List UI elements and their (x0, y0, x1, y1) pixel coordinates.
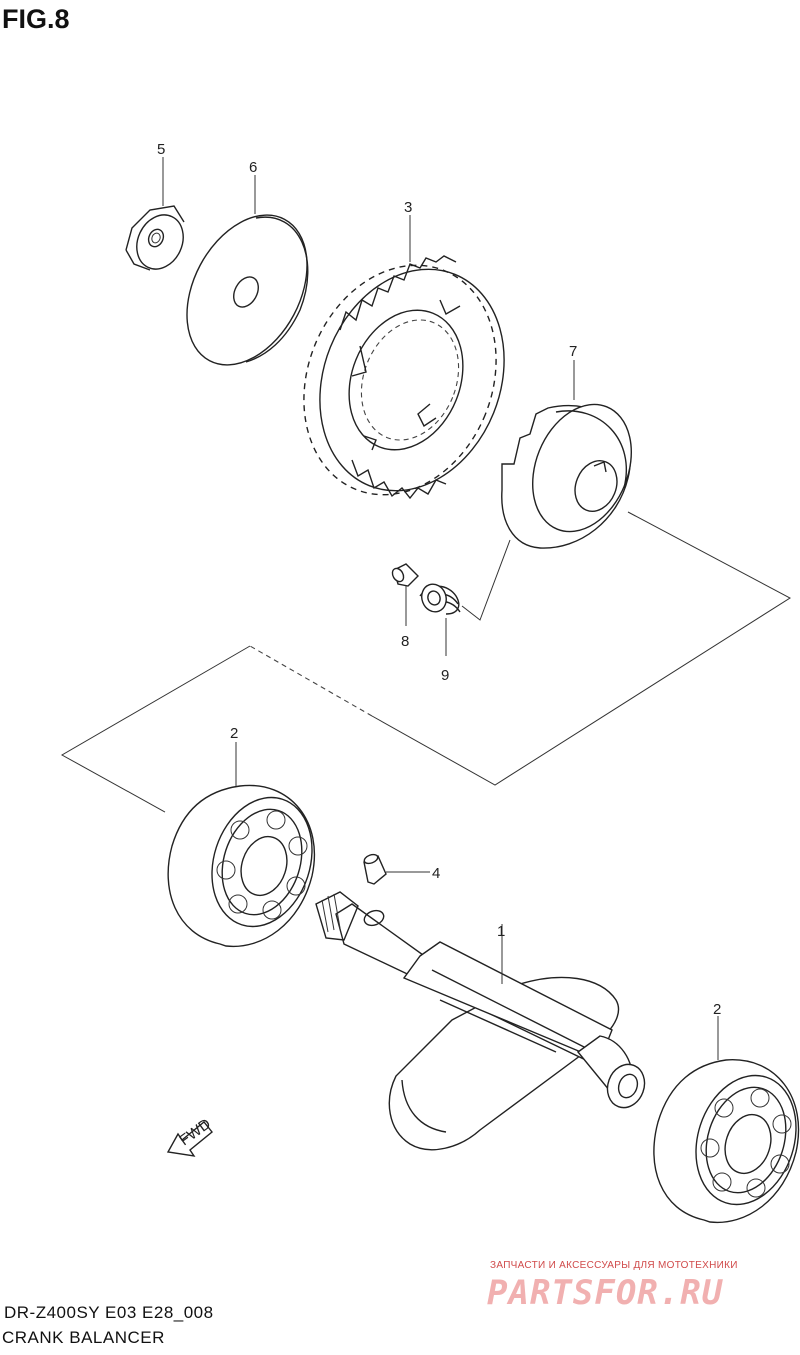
watermark-brand-logo: PARTSFOR.RU (487, 1273, 724, 1313)
assembly-outline (60, 511, 791, 813)
part-4-dowel[interactable] (363, 853, 387, 885)
part-9-spring[interactable] (418, 539, 511, 621)
figure-title: FIG.8 (2, 4, 70, 34)
callout-8: 8 (401, 633, 409, 650)
part-6-washer[interactable] (163, 194, 332, 385)
model-code: DR-Z400SY E03 E28_008 (4, 1303, 214, 1322)
callout-7: 7 (569, 343, 577, 360)
forward-direction-arrow-icon: FWD (166, 1115, 214, 1157)
callout-4: 4 (432, 865, 440, 882)
callout-2-right: 2 (713, 1001, 721, 1018)
callout-3: 3 (404, 199, 412, 216)
callout-5: 5 (157, 141, 165, 158)
callout-6: 6 (249, 159, 257, 176)
callout-2-left: 2 (230, 725, 238, 742)
part-7-damper-hub[interactable] (501, 390, 650, 549)
part-8-pin[interactable] (390, 563, 419, 587)
part-3-balancer-gear[interactable] (270, 236, 536, 524)
callout-1: 1 (497, 923, 505, 940)
part-5-nut[interactable] (125, 205, 192, 277)
part-1-balancer-shaft[interactable] (315, 891, 650, 1151)
section-name: CRANK BALANCER (2, 1328, 165, 1347)
callout-9: 9 (441, 667, 449, 684)
part-2-bearing-right[interactable] (653, 1059, 800, 1224)
part-2-bearing-left[interactable] (167, 784, 328, 948)
watermark-tagline: ЗАПЧАСТИ И АКСЕССУАРЫ ДЛЯ МОТОТЕХНИКИ (490, 1260, 738, 1271)
